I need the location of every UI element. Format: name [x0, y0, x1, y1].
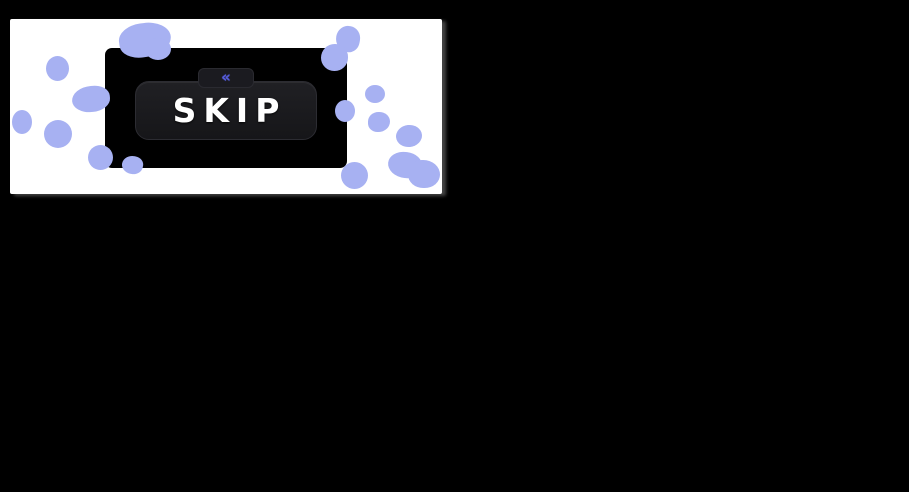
- skip-button-label: SKIP: [172, 91, 287, 130]
- paint-blob: [365, 85, 385, 103]
- paint-blob: [394, 123, 424, 149]
- paint-blob: [44, 120, 72, 148]
- paint-blob: [12, 110, 32, 134]
- double-chevron-left-icon: «: [221, 67, 231, 86]
- skip-button[interactable]: SKIP: [135, 81, 317, 140]
- paint-blob: [341, 162, 368, 189]
- paint-blob: [368, 112, 390, 132]
- skip-panel: « SKIP: [105, 48, 347, 168]
- paint-blob: [408, 160, 440, 188]
- ad-card: « SKIP: [10, 19, 442, 194]
- paint-blob: [386, 150, 424, 180]
- paint-blob: [46, 56, 69, 81]
- collapse-pill[interactable]: «: [198, 68, 254, 88]
